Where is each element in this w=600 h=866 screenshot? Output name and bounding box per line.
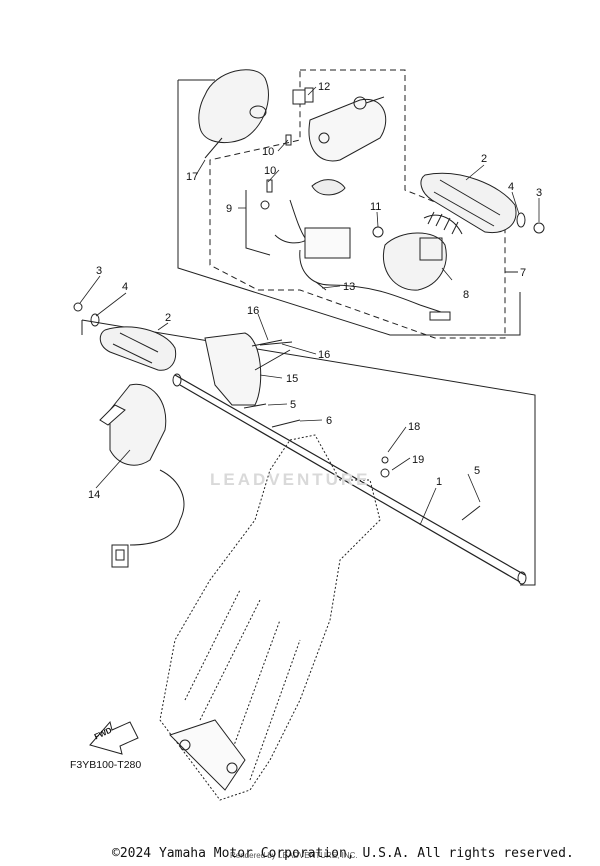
subassembly-7-frame [209,69,506,339]
callout-9: 9 [226,203,232,215]
callout-15: 15 [286,373,298,385]
steering-column [159,434,381,801]
cover-part-15 [204,332,262,406]
switch-housing [308,98,387,162]
cover-part-17 [198,69,269,144]
handlebar-part-1 [174,374,526,583]
callout-4-upper: 4 [508,181,514,193]
grip-part-2-upper [420,172,517,234]
fwd-arrow [89,720,139,755]
callout-4-lower: 4 [122,281,128,293]
callout-19: 19 [412,454,424,466]
callout-10-upper: 10 [262,146,274,158]
callout-16-lower: 16 [318,349,330,361]
callout-2-upper: 2 [481,153,487,165]
lower-frame [81,319,536,586]
switch-body-part-8 [383,232,447,291]
throttle-lever-part-14 [109,383,167,466]
callout-8: 8 [463,289,469,301]
renderer-credit: Rendered by LEADVENTURE, INC. [230,851,358,860]
callout-14: 14 [88,489,100,501]
callout-2-lower: 2 [165,312,171,324]
callout-5-lower: 5 [474,465,480,477]
watermark: LEADVENTURE [210,470,371,489]
callout-6: 6 [326,415,332,427]
callout-5-upper: 5 [290,399,296,411]
callout-10-lower: 10 [264,165,276,177]
callout-11: 11 [370,201,381,213]
callout-18: 18 [408,421,420,433]
callout-1: 1 [436,476,442,488]
frame-outline [177,80,521,336]
callout-17: 17 [186,171,198,183]
callout-7: 7 [520,267,526,279]
callout-12: 12 [318,81,330,93]
callout-13: 13 [343,281,355,293]
callout-3-lower: 3 [96,265,102,277]
diagram-code: F3YB100-T280 [70,759,142,771]
copyright-notice: ©2024 Yamaha Motor Corporation, U.S.A. A… [112,846,574,861]
grip-part-2-lower [99,326,177,371]
callout-3-upper: 3 [536,187,542,199]
callout-16-upper: 16 [247,305,259,317]
